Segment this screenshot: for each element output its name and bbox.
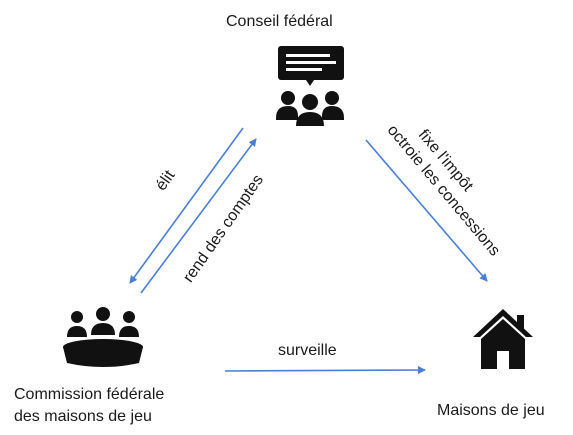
- group-table-icon: [63, 307, 143, 367]
- arrow-reports: [140, 138, 257, 294]
- commission-title-line2: des maisons de jeu: [14, 408, 152, 425]
- commission-title-line1: Commission fédérale: [14, 386, 165, 403]
- casinos-title: Maisons de jeu: [437, 402, 545, 419]
- arrow-tax-concessions: [365, 139, 488, 282]
- arrow-elects: [129, 127, 244, 284]
- arrow-supervises: [224, 366, 426, 375]
- meeting-presentation-icon: [276, 46, 344, 126]
- label-supervises: surveille: [278, 342, 337, 359]
- council-title: Conseil fédéral: [226, 13, 333, 30]
- house-icon: [473, 309, 533, 369]
